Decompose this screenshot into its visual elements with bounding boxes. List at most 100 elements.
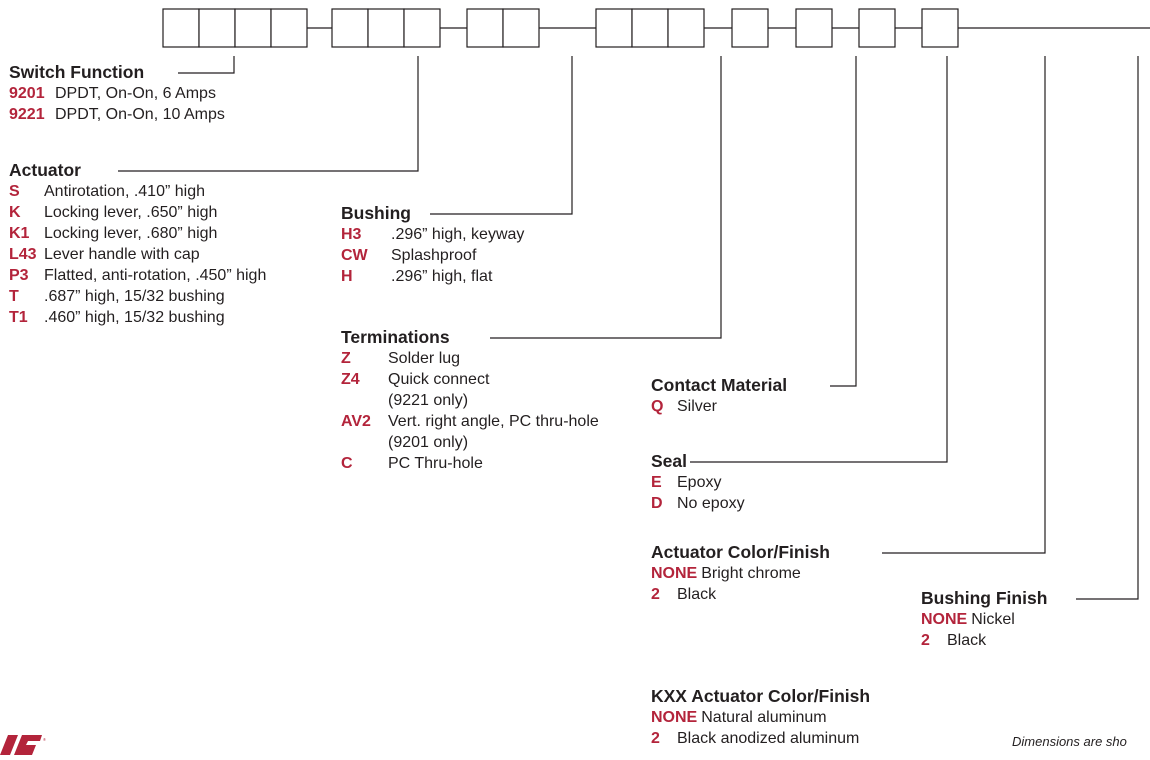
option-description: .296” high, flat: [391, 268, 493, 285]
option-row: S Antirotation, .410” high: [9, 181, 266, 202]
part-number-box: [331, 8, 369, 48]
part-number-box: [921, 8, 959, 48]
part-number-box: [466, 8, 504, 48]
option-description: Splashproof: [391, 247, 477, 264]
option-description-note: (9221 only): [388, 392, 469, 409]
part-number-box: [731, 8, 769, 48]
option-code: NONE: [651, 709, 698, 726]
part-number-box: [367, 8, 405, 48]
option-row: 2 Black anodized aluminum: [651, 728, 870, 749]
option-row: Z Solder lug: [341, 348, 599, 369]
leader-line: [118, 56, 419, 172]
part-number-box: [162, 8, 200, 48]
option-description: Epoxy: [677, 474, 722, 491]
section-heading: Actuator Color/Finish: [651, 542, 830, 562]
leader-line: [178, 56, 235, 74]
option-code: S: [9, 183, 20, 200]
option-description: Locking lever, .650” high: [44, 204, 218, 221]
option-code: NONE: [921, 611, 968, 628]
option-code: 2: [651, 730, 660, 747]
option-code: T: [9, 288, 19, 305]
svg-text:®: ®: [43, 737, 46, 742]
part-number-box: [198, 8, 236, 48]
option-row: Z4 Quick connect: [341, 369, 599, 390]
option-description: .460” high, 15/32 bushing: [44, 309, 225, 326]
option-description-note: (9201 only): [388, 434, 469, 451]
option-row: L43 Lever handle with cap: [9, 244, 266, 265]
option-description: Black anodized aluminum: [677, 730, 860, 747]
option-code: 9221: [9, 106, 45, 123]
option-code: NONE: [651, 565, 698, 582]
option-code: Z4: [341, 371, 360, 388]
option-code: 9201: [9, 85, 45, 102]
option-code: Z: [341, 350, 351, 367]
section-heading: KXX Actuator Color/Finish: [651, 686, 871, 706]
option-description: DPDT, On-On, 6 Amps: [55, 85, 216, 102]
option-description: Lever handle with cap: [44, 246, 200, 263]
leader-line: [690, 56, 948, 463]
option-description: Quick connect: [388, 371, 490, 388]
option-row: T1.460” high, 15/32 bushing: [9, 307, 266, 328]
option-description: Bright chrome: [701, 565, 801, 582]
footnote-text: Dimensions are sho: [1012, 734, 1127, 749]
option-code: AV2: [341, 413, 371, 430]
part-number-box: [858, 8, 896, 48]
section-heading: Bushing: [341, 203, 411, 223]
option-description: Solder lug: [388, 350, 461, 367]
option-code: CW: [341, 247, 368, 264]
part-number-box: [631, 8, 669, 48]
option-description: Silver: [677, 398, 718, 415]
part-number-box: [270, 8, 308, 48]
option-description: Vert. right angle, PC thru-hole: [388, 413, 599, 430]
option-row: AV2 Vert. right angle, PC thru-hole: [341, 411, 599, 432]
option-code: P3: [9, 267, 29, 284]
option-row: CW Splashproof: [341, 245, 524, 266]
section-heading: Actuator: [9, 160, 81, 180]
option-code: C: [341, 455, 353, 472]
option-description: .687” high, 15/32 bushing: [44, 288, 225, 305]
part-number-box: [403, 8, 441, 48]
option-description: Locking lever, .680” high: [44, 225, 218, 242]
option-description: Black: [947, 632, 987, 649]
option-row: H3.296” high, keyway: [341, 224, 524, 245]
leader-line: [1076, 56, 1139, 600]
option-code: Q: [651, 398, 664, 415]
option-description: Antirotation, .410” high: [44, 183, 205, 200]
part-number-box: [502, 8, 540, 48]
option-description: Natural aluminum: [701, 709, 827, 726]
option-description: No epoxy: [677, 495, 745, 512]
option-code: D: [651, 495, 663, 512]
option-row: H.296” high, flat: [341, 266, 524, 287]
option-row: 2 Black: [921, 630, 1047, 651]
option-code: K1: [9, 225, 30, 242]
option-row: D No epoxy: [651, 493, 745, 514]
option-description: Flatted, anti-rotation, .450” high: [44, 267, 267, 284]
option-code: L43: [9, 246, 37, 263]
part-number-box: [667, 8, 705, 48]
leader-line: [490, 56, 722, 339]
option-description: DPDT, On-On, 10 Amps: [55, 106, 225, 123]
section-heading: Contact Material: [651, 375, 788, 395]
leader-line: [830, 56, 857, 387]
option-row: K1 Locking lever, .680” high: [9, 223, 266, 244]
option-code: 2: [921, 632, 930, 649]
leader-line: [882, 56, 1046, 554]
option-row: 9201 DPDT, On-On, 6 Amps: [9, 83, 225, 104]
part-number-box: [234, 8, 272, 48]
